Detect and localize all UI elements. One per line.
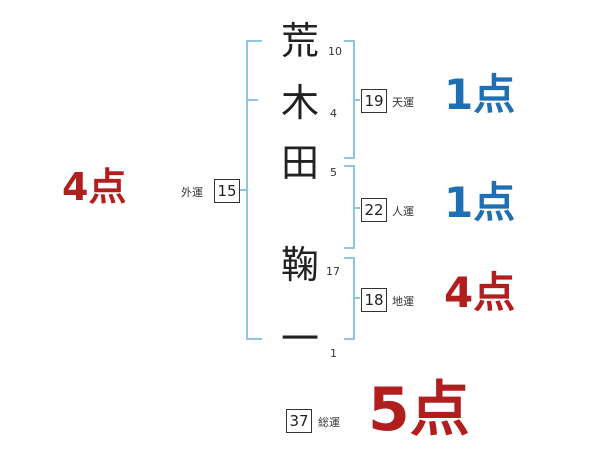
name-char-2: 木 xyxy=(280,81,319,125)
person-fortune-score: 1点 xyxy=(444,178,516,227)
earth-bracket xyxy=(344,257,355,340)
stroke-count-5: 1 xyxy=(330,347,337,360)
name-char-5: 一 xyxy=(280,317,319,361)
total-fortune-value: 37 xyxy=(286,409,312,433)
person-bracket xyxy=(344,165,355,249)
heaven-fortune-score: 1点 xyxy=(444,70,516,119)
total-fortune-label: 総運 xyxy=(318,416,340,429)
outer-fortune-value: 15 xyxy=(214,179,240,203)
total-fortune-score: 5点 xyxy=(368,375,470,445)
outer-fortune-label: 外運 xyxy=(181,186,203,199)
earth-fortune-score: 4点 xyxy=(444,268,516,317)
heaven-fortune-label: 天運 xyxy=(392,96,414,109)
name-char-1: 荒 xyxy=(280,19,319,63)
stroke-count-2: 4 xyxy=(330,107,337,120)
stroke-count-3: 5 xyxy=(330,166,337,179)
name-char-4: 鞠 xyxy=(280,243,319,287)
stroke-count-1: 10 xyxy=(328,45,342,58)
person-fortune-value: 22 xyxy=(361,198,387,222)
outer-bracket xyxy=(246,40,262,340)
person-fortune-label: 人運 xyxy=(392,205,414,218)
heaven-fortune-value: 19 xyxy=(361,89,387,113)
earth-fortune-label: 地運 xyxy=(392,295,414,308)
earth-fortune-value: 18 xyxy=(361,288,387,312)
stroke-count-4: 17 xyxy=(326,265,340,278)
outer-fortune-score: 4点 xyxy=(62,165,127,209)
heaven-bracket xyxy=(344,40,355,159)
name-char-3: 田 xyxy=(280,141,319,185)
